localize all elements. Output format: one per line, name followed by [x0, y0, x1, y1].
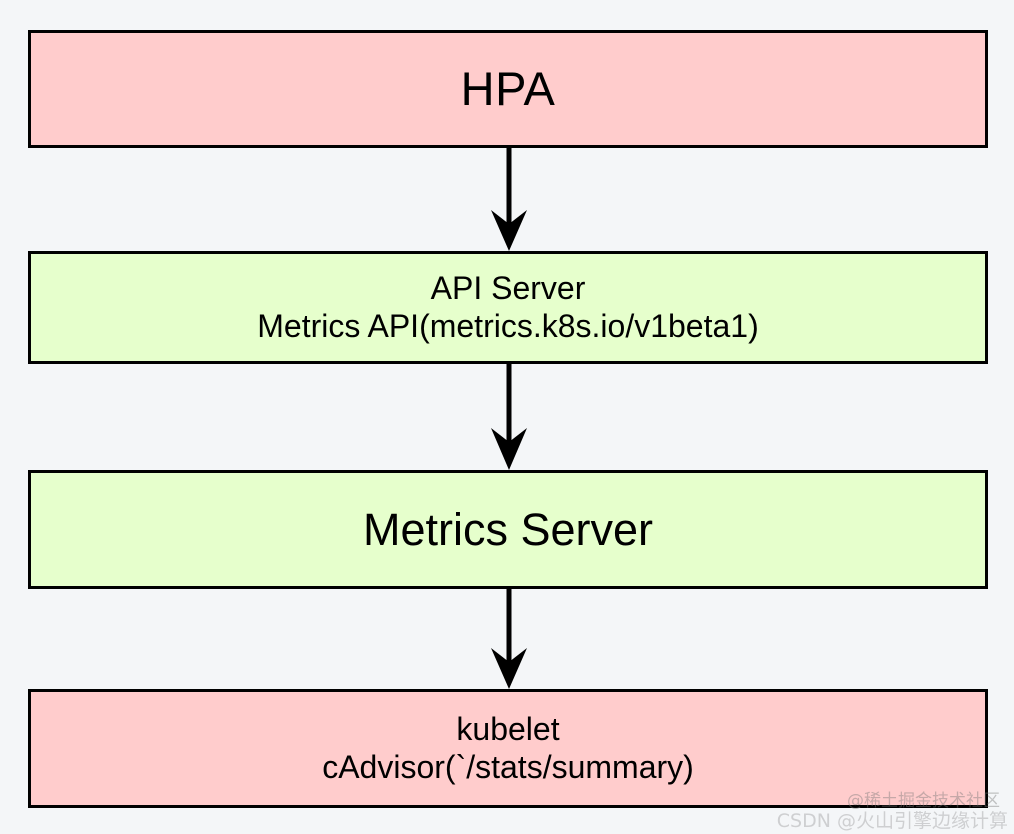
node-hpa[interactable]: HPA — [28, 30, 988, 148]
node-api-server-label: API Server — [430, 269, 586, 306]
node-metrics-server[interactable]: Metrics Server — [28, 470, 988, 589]
arrow-metrics-server-to-kubelet — [491, 589, 527, 689]
node-api-server[interactable]: API Server Metrics API(metrics.k8s.io/v1… — [28, 251, 988, 364]
node-metrics-server-label: Metrics Server — [362, 503, 654, 555]
arrow-api-server-to-metrics-server — [491, 364, 527, 470]
node-hpa-label: HPA — [460, 62, 556, 116]
watermark-csdn: CSDN @火山引擎边缘计算 — [776, 810, 1008, 832]
node-kubelet-sublabel: cAdvisor(`/stats/summary) — [322, 748, 694, 785]
node-kubelet[interactable]: kubelet cAdvisor(`/stats/summary) — [28, 689, 988, 808]
node-kubelet-label: kubelet — [456, 710, 560, 747]
node-api-server-sublabel: Metrics API(metrics.k8s.io/v1beta1) — [257, 307, 759, 344]
arrow-hpa-to-api-server — [491, 148, 527, 251]
